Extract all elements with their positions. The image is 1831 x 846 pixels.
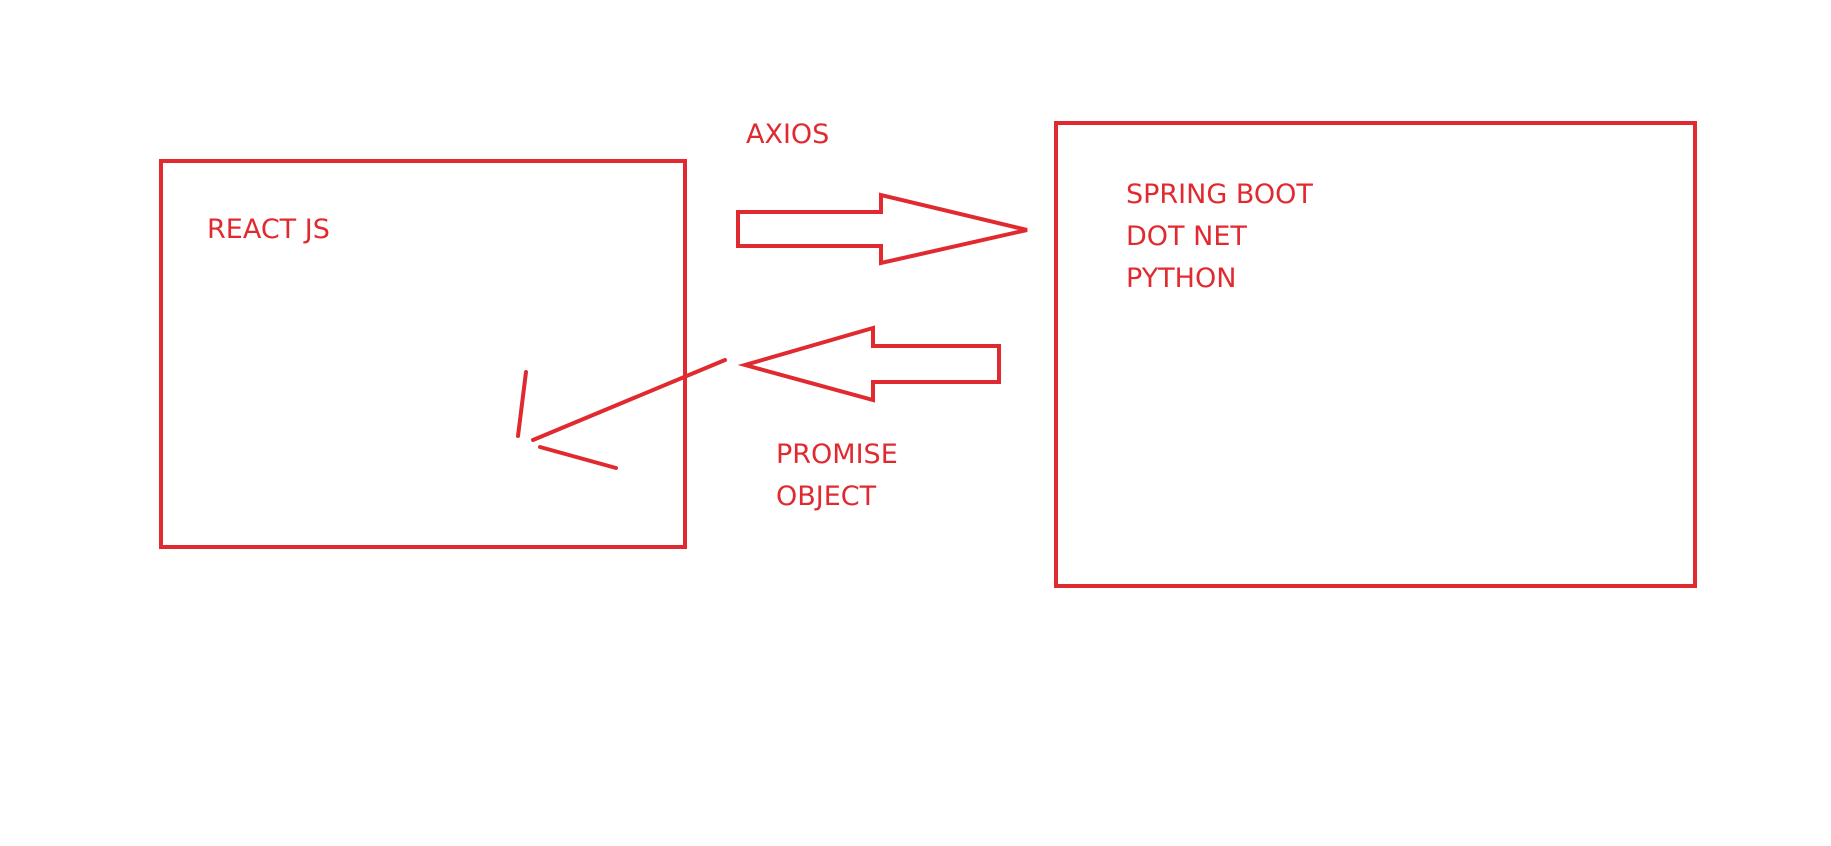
promise-label-line: PROMISE — [776, 439, 898, 470]
react-js-box — [159, 159, 687, 549]
spring-boot-label: SPRING BOOT — [1126, 179, 1313, 210]
python-label: PYTHON — [1126, 263, 1237, 294]
axios-label: AXIOS — [746, 119, 830, 150]
dot-net-label: DOT NET — [1126, 221, 1247, 252]
backend-server-box — [1054, 121, 1697, 588]
react-js-label: REACT JS — [207, 214, 330, 245]
promise-response-arrow — [737, 325, 1001, 403]
promise-return-arrowhead — [516, 370, 618, 470]
promise-object-label: PROMISE OBJECT — [776, 434, 898, 518]
object-label-line: OBJECT — [776, 481, 877, 512]
axios-request-arrow — [736, 192, 1028, 266]
backend-technologies-label: SPRING BOOT DOT NET PYTHON — [1126, 174, 1313, 300]
promise-return-line — [531, 358, 727, 442]
